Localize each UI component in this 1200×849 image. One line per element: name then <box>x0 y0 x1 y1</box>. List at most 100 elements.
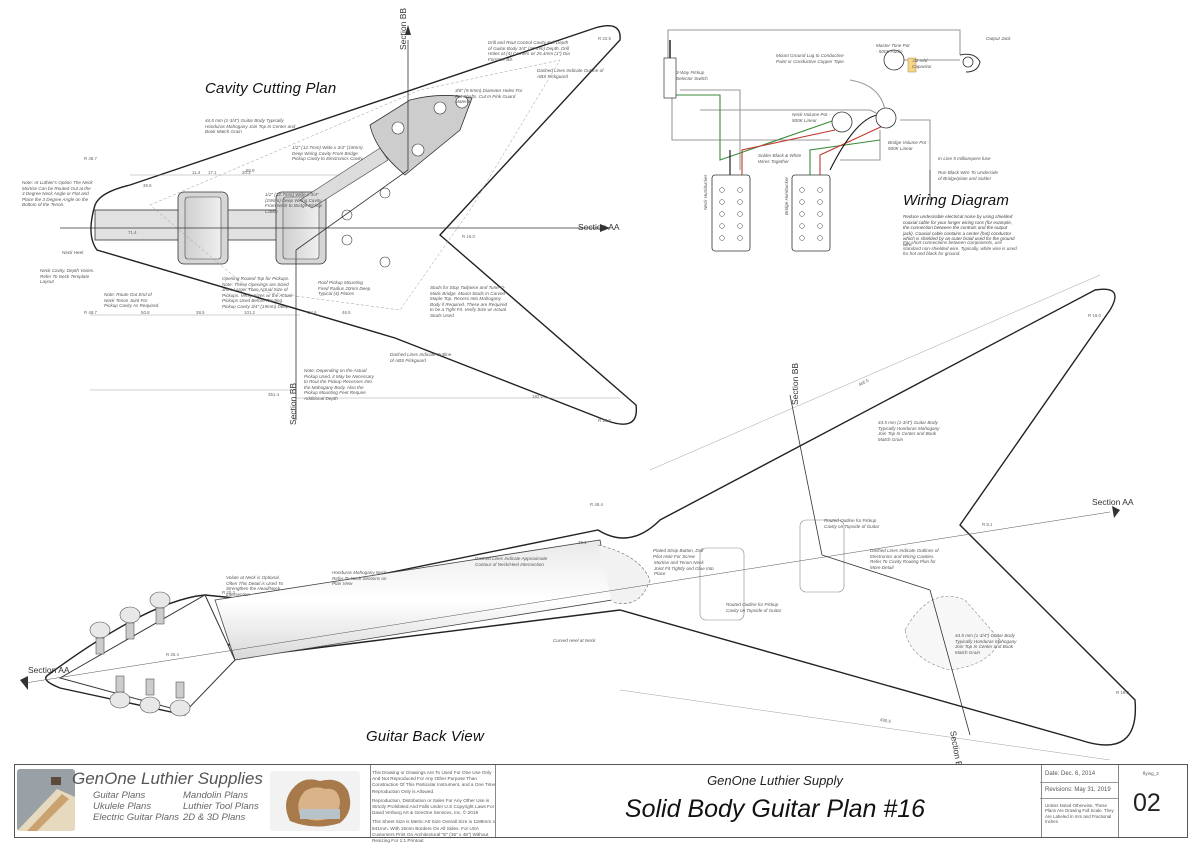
dim-label: 38.1 <box>578 540 587 545</box>
back-view-title: Guitar Back View <box>366 728 484 745</box>
note-curved-heel: Curved Heel at Neck <box>553 638 596 643</box>
note-neck-contour: Dashed Lines Indicate Approximate Contou… <box>475 556 548 567</box>
note-solder-wires: Solder Black & White Wires Together <box>758 153 802 164</box>
note-routed-outline: Routed Outline for Pickup Cavity on Tops… <box>824 518 880 529</box>
wiring-diagram <box>663 29 981 252</box>
note-control-cavity: Drill and Rout Control Cavity Full Depth… <box>488 40 570 62</box>
note-neck-cavity: Neck Cavity. Depth Varies. Refer To Neck… <box>40 268 95 285</box>
section-aa-tag-back: Section AA <box>1092 497 1134 507</box>
legal-notice: This Drawing or Drawings Are To Used For… <box>372 770 497 844</box>
section-aa-tag-plan: Section AA <box>578 222 620 232</box>
link-electric-guitar-plans[interactable]: Electric Guitar Plans <box>93 812 180 823</box>
company-name: GenOne Luthier Supply <box>707 773 843 788</box>
brand-cell: GenOne Luthier Supplies Guitar Plans Uku… <box>15 765 371 837</box>
back-view-body <box>20 274 1137 760</box>
cavity-plan-body <box>60 25 638 425</box>
note-studs: Studs for Stop Tailpiece and Tune-O-Mati… <box>430 285 508 318</box>
link-luthier-tool-plans[interactable]: Luthier Tool Plans <box>183 801 259 812</box>
date-label: Date: Dec. 6, 2014 <box>1045 771 1096 777</box>
dim-label: 20.3 <box>242 170 251 175</box>
note-neck-heel: Neck Heel <box>62 250 84 255</box>
note-master-tone: Master Tone Pot - 500K Audio <box>876 43 910 54</box>
dim-label: 101.2 <box>244 310 255 315</box>
dim-label: 80.8 <box>246 168 255 173</box>
cavity-plan-title: Cavity Cutting Plan <box>205 80 337 97</box>
dim-label: R 19.0 <box>462 234 475 239</box>
plan-links-right: Mandolin Plans Luthier Tool Plans 2D & 3… <box>183 790 259 823</box>
legal-line-3: This Sheet Size is Metric A0 Size Overal… <box>372 819 495 844</box>
section-bb-tag-back: Section BB <box>790 362 800 405</box>
note-ground-lug: Mount Ground Lug to Conductive Paint or … <box>776 53 844 64</box>
dim-label: 182.1 <box>532 394 543 399</box>
dim-label: R 48.4 <box>590 502 603 507</box>
wiring-diagram-title: Wiring Diagram <box>903 192 1010 209</box>
note-bridge-volume: Bridge Volume Pot - 500K Linear <box>888 140 929 151</box>
section-aa-tag-head: Section AA <box>28 665 70 675</box>
note-routed-outline-2: Routed Outline for Pickup Cavity on Tops… <box>726 602 782 613</box>
dim-label: R 19.0 <box>598 418 611 423</box>
note-neck-wood: Honduras Mahogany Neck Refer To Neck Sec… <box>332 570 387 587</box>
note-fuse: In-Line 5 milliampere fuse <box>938 156 991 161</box>
note-pickguard: Dashed Lines Indicate Outline of ABS Pic… <box>537 68 604 79</box>
note-bridge-pickup: Bridge Humbucker <box>784 176 789 215</box>
note-wiring-short: For short connections between components… <box>903 240 1017 257</box>
note-mortise: Mortise and Tenon Neck Joint Fit Tightly… <box>654 560 714 577</box>
dim-label: 46.5 <box>342 310 351 315</box>
note-pickup-route: Opening Routed Top for Pickups. Note: Th… <box>222 276 293 309</box>
revisions-label: Revisions: May 31, 2019 <box>1045 787 1111 793</box>
note-wiring-cavity-narrow: 1/2" (12.7mm) Wide x 3/4" (19mm) Deep Wi… <box>265 192 323 214</box>
dim-label: R 20.3 <box>222 590 235 595</box>
note-pickguard-2: Dashed Lines Indicate Outline of ABS Pic… <box>390 352 452 363</box>
note-cavity-outlines: Dashed Lines Indicate Outlines of Electr… <box>870 548 939 570</box>
guitar-body-photo <box>270 771 360 831</box>
note-selector: 3-Way Pickup Selector Switch <box>676 70 708 81</box>
note-pot-holes: 3/8" (9.5mm) Diameter Holes For Pot Shaf… <box>455 88 523 105</box>
dim-label: 34.6 <box>308 310 317 315</box>
dim-label: R 25.4 <box>166 652 179 657</box>
plan-links-left: Guitar Plans Ukulele Plans Electric Guit… <box>93 790 179 823</box>
title-block: GenOne Luthier Supplies Guitar Plans Uku… <box>14 764 1188 843</box>
dim-label: 50.8 <box>141 310 150 315</box>
pickup-pole-pieces <box>719 187 823 241</box>
guitar-neck-photo <box>17 769 75 831</box>
sheet-divider <box>1118 765 1119 837</box>
meta-divider <box>1040 798 1118 799</box>
dim-label: 36.5 <box>143 183 152 188</box>
note-luthier-option: Note: At Luthier's Option The Neck Morti… <box>22 180 93 208</box>
dim-label: R 22.5 <box>598 36 611 41</box>
meta-divider <box>1040 782 1118 783</box>
note-volute: Volute at Neck is Optional. Often This D… <box>226 575 284 597</box>
note-neck-volume: Neck Volume Pot - 500K Linear <box>792 112 831 123</box>
dim-label: 38.5 <box>196 310 205 315</box>
sheet-tag: flying_2 <box>1143 771 1159 776</box>
link-ukulele-plans[interactable]: Ukulele Plans <box>93 801 152 812</box>
legal-line-1: This Drawing or Drawings Are To Used For… <box>372 770 496 794</box>
section-bb-tag-plan: Section BB <box>398 7 408 50</box>
legal-line-2: Reproduction, Distribution or Sales For … <box>372 797 495 816</box>
guitar-plan-drawing <box>20 25 1137 760</box>
note-wiring-shielding: Reduce undesirable electrical noise by u… <box>903 214 1015 247</box>
link-mandolin-plans[interactable]: Mandolin Plans <box>183 790 248 801</box>
note-back-body-2: 44.5 mm (1-3/4") Guitar Body Typically H… <box>955 633 1017 655</box>
link-2d-3d-plans[interactable]: 2D & 3D Plans <box>183 812 246 823</box>
note-wiring-cavity-wide: 1/2" (12.7mm) Wide x 3/4" (19mm) Deep Wi… <box>292 145 363 162</box>
note-route-end: Note: Route Out End of Neck Tenon Joint … <box>104 292 160 309</box>
dim-label: 71.4 <box>128 230 137 235</box>
dim-label: R 48.7 <box>84 310 97 315</box>
tuner-pegs <box>89 591 191 717</box>
note-body-top: 44.5 mm (1-3/4") Guitar Body Typically H… <box>205 118 296 135</box>
note-roof-mount: Roof Pickup Mounting Fired Radius 20mm D… <box>318 280 371 297</box>
sheet-number: 02 <box>1133 789 1161 817</box>
dim-label: R 48.7 <box>84 156 97 161</box>
dim-label: 351.4 <box>268 392 279 397</box>
note-bridge-ground: Run Black Wire To Underside of Bridge/pl… <box>938 170 999 181</box>
plan-title: Solid Body Guitar Plan #16 <box>624 795 926 823</box>
note-pickup-depth: Note: Depending on the Actual Pickup Use… <box>304 368 374 401</box>
title-cell <box>495 765 1042 837</box>
dim-label: 11.4 <box>192 170 201 175</box>
note-output-jack: Output Jack <box>986 36 1011 41</box>
dim-label: 17.1 <box>208 170 217 175</box>
note-capacitor: .02 mfd Capacitor <box>912 58 932 69</box>
link-guitar-plans[interactable]: Guitar Plans <box>93 790 146 801</box>
dim-label: R 19.0 <box>1088 313 1101 318</box>
